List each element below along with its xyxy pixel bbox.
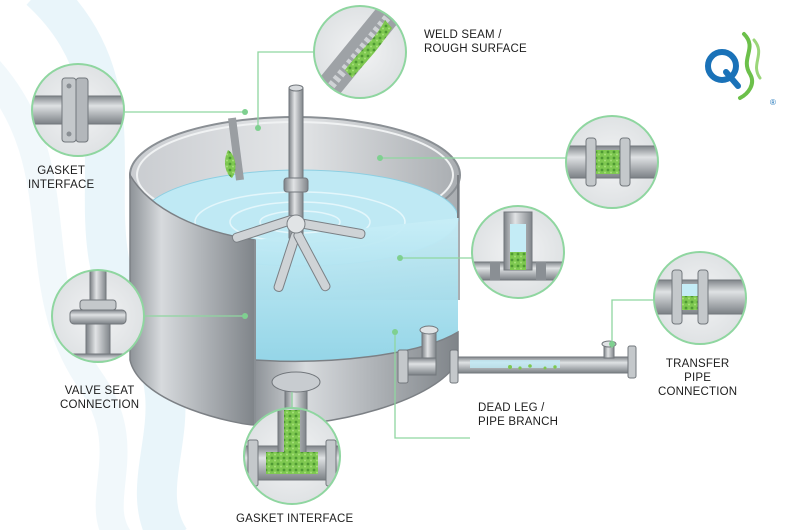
callout-weld-seam (313, 5, 407, 99)
callout-dots (242, 109, 615, 347)
label-gasket-interface-bottom: GASKET INTERFACE (236, 513, 354, 525)
callout-lines (124, 51, 654, 439)
company-logo (705, 32, 762, 100)
logo-registered-mark: ® (770, 98, 777, 107)
side-pipe (397, 325, 637, 384)
callout-dead-leg (471, 205, 565, 299)
label-valve-seat: VALVE SEAT CONNECTION (60, 385, 140, 411)
callout-valve-seat (51, 269, 145, 363)
label-gasket-interface-left: GASKET INTERFACE (28, 165, 95, 191)
callout-gasket-left (31, 63, 125, 157)
label-transfer-pipe: TRANSFER PIPE CONNECTION (658, 358, 738, 398)
callout-gasket-bottom (243, 407, 341, 505)
impeller (231, 214, 366, 292)
callout-transfer-pipe (653, 251, 747, 345)
label-dead-leg: DEAD LEG / PIPE BRANCH (478, 402, 559, 428)
label-weld-seam: WELD SEAM / ROUGH SURFACE (424, 29, 527, 55)
callout-pipe-gasket (565, 115, 659, 209)
